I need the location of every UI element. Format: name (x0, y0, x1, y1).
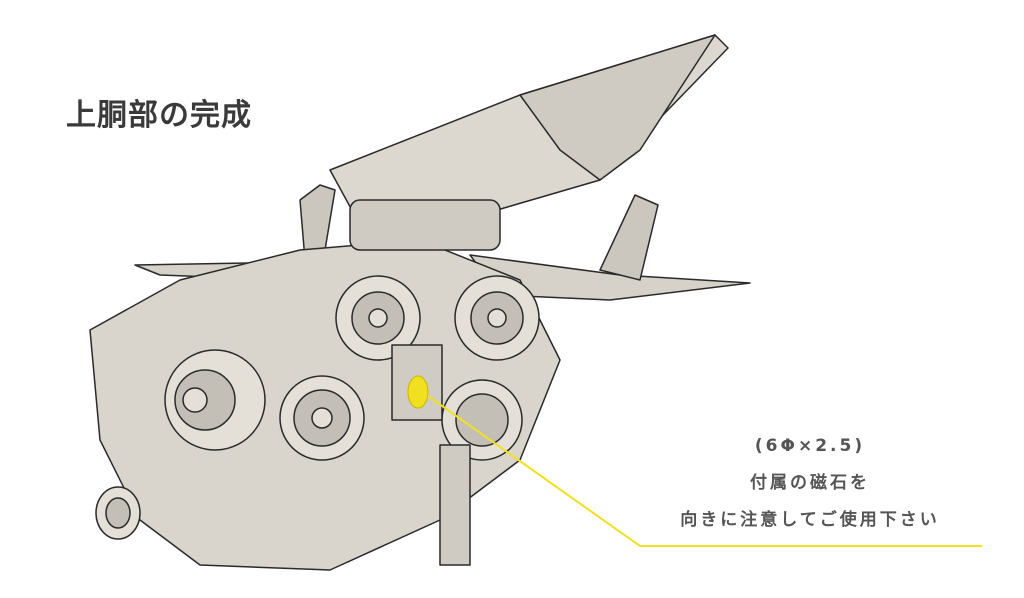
leader-line (427, 395, 982, 547)
note-line-1: 付属の磁石を (750, 473, 870, 493)
page-title: 上胴部の完成 (66, 98, 252, 133)
magnet-note: (6Φ×2.5) 付属の磁石を 向きに注意してご使用下さい (640, 428, 980, 539)
thruster-group (95, 275, 540, 540)
magnet-marker (407, 375, 429, 409)
note-line-2: 向きに注意してご使用下さい (680, 510, 940, 530)
magnet-size: (6Φ×2.5) (754, 436, 866, 456)
